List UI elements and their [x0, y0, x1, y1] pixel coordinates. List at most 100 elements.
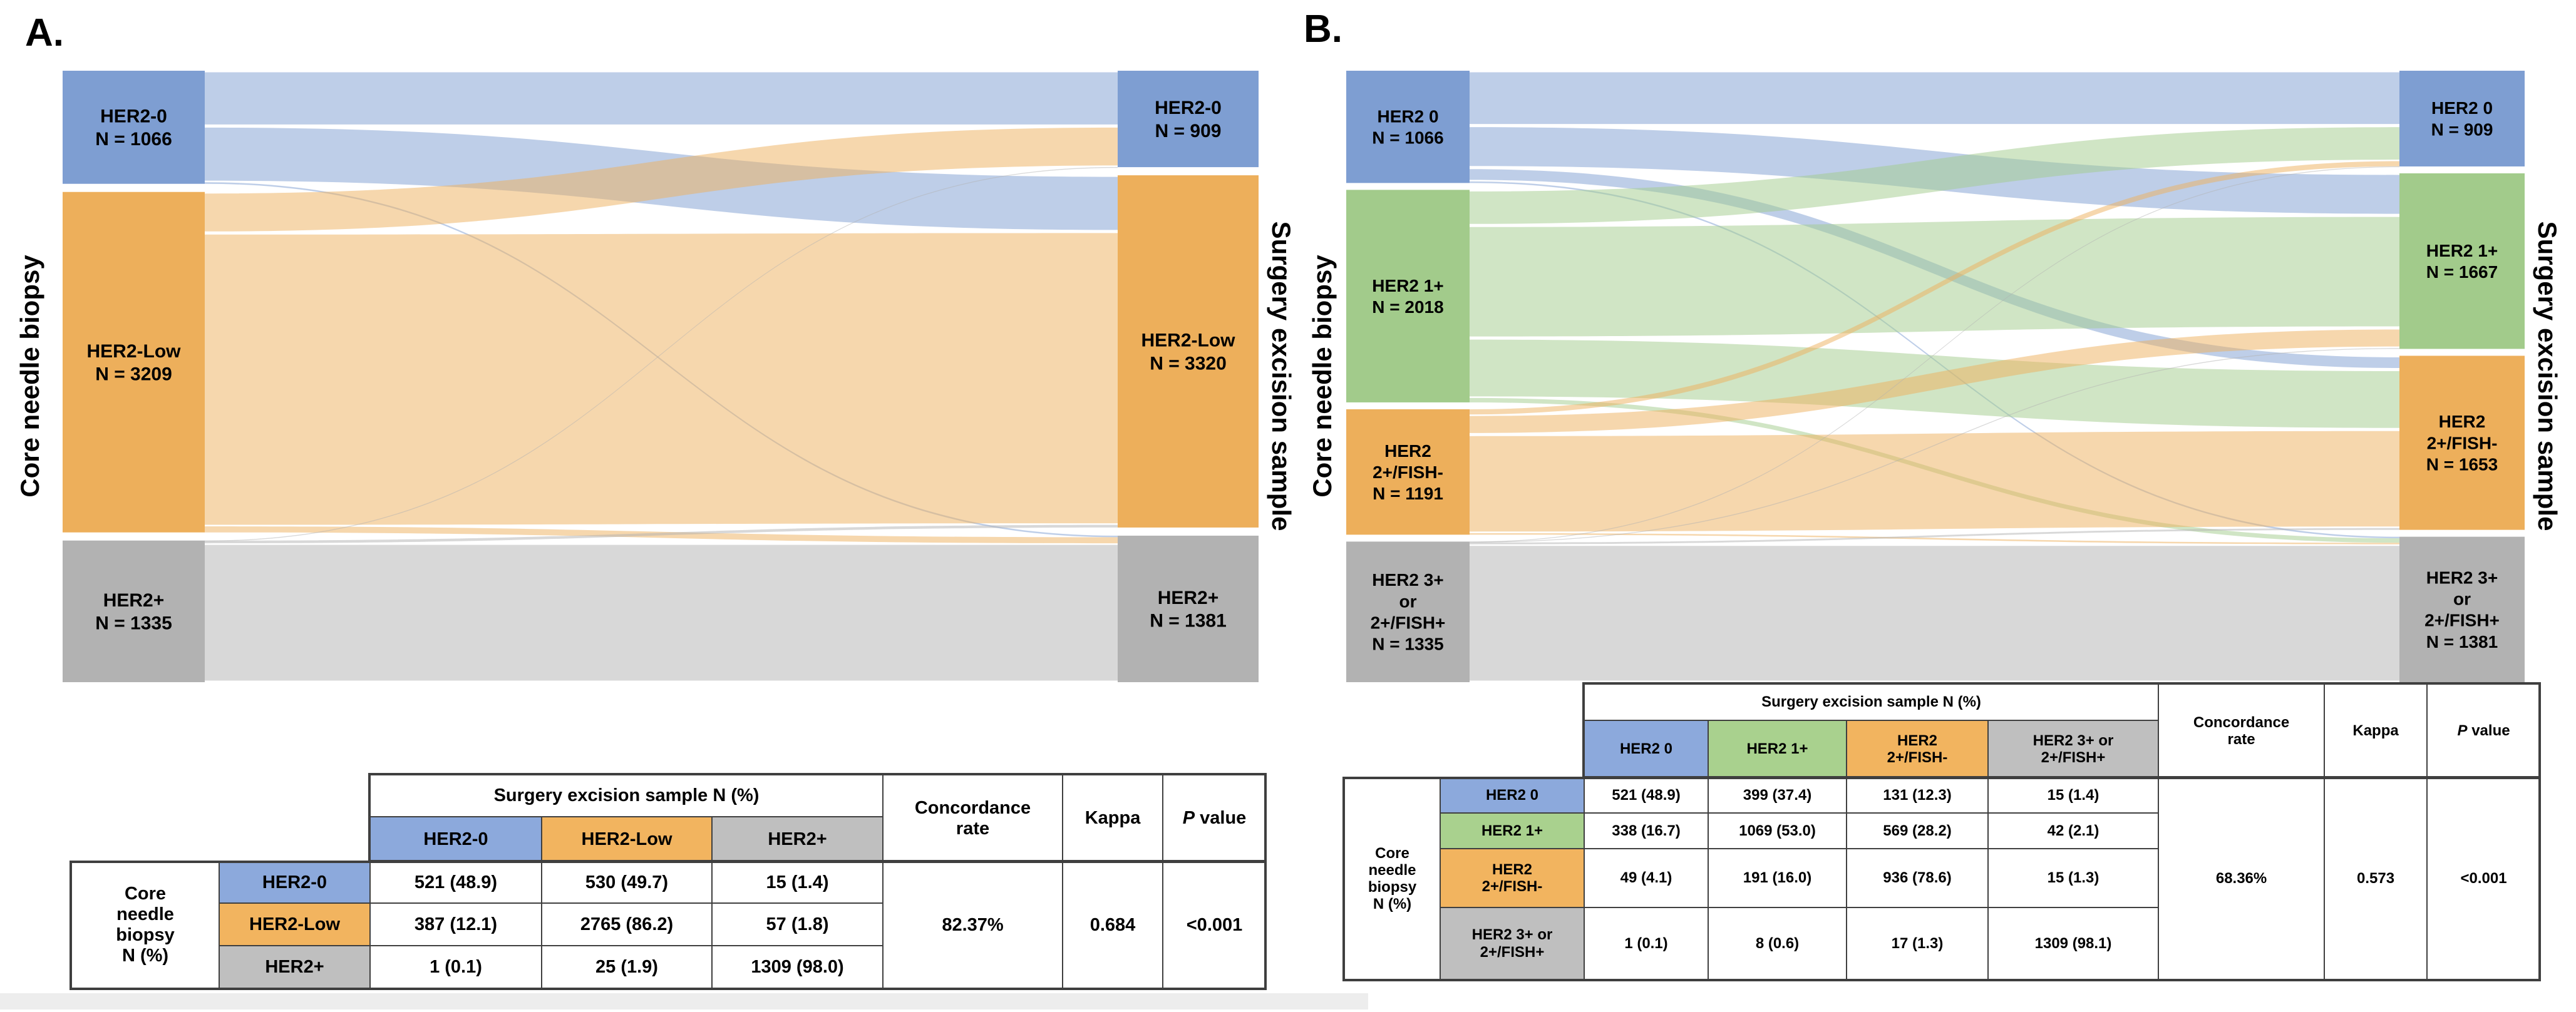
panel-a-right-axis-label: Surgery excision sample	[1267, 221, 1296, 531]
table-b-ghost	[1344, 684, 1584, 778]
table-a-row-header-0: HER2-0	[219, 861, 371, 904]
table-a-row-header-2: HER2+	[219, 945, 371, 989]
table-a-concordance-rate: 82.37%	[882, 861, 1064, 989]
table-b-row-header-1: HER2 1+	[1440, 812, 1585, 849]
table-b-cell-2-1: 191 (16.0)	[1708, 848, 1847, 908]
table-a-col-group-header: Surgery excision sample N (%)	[369, 774, 884, 817]
table-a-col-header-2: HER2+	[711, 816, 884, 862]
table-b-cell-3-1: 8 (0.6)	[1708, 907, 1847, 980]
sankey-B-node-left-0	[1346, 71, 1470, 183]
sankey-B-flow-0-0	[1470, 72, 2399, 125]
table-a-cell-0-1: 530 (49.7)	[541, 861, 713, 904]
panel-b-right-axis-label: Surgery excision sample	[2533, 221, 2562, 531]
table-b-cell-2-3: 15 (1.3)	[1987, 848, 2160, 908]
sankey-B-node-left-2	[1346, 409, 1470, 535]
sankey-B-node-right-0	[2399, 71, 2525, 166]
table-a-col-header-1: HER2-Low	[541, 816, 713, 862]
table-b-cell-0-0: 521 (48.9)	[1584, 777, 1709, 814]
sankey-A-node-left-0	[63, 71, 205, 184]
table-a-cell-1-1: 2765 (86.2)	[541, 902, 713, 946]
table-b-stat-header-2: P value	[2426, 683, 2542, 779]
table-a-cell-1-0: 387 (12.1)	[369, 902, 542, 946]
table-b-col-header-0: HER2 0	[1584, 720, 1709, 779]
sankey-A-node-label-left-2: HER2+N = 1335	[95, 590, 172, 634]
sankey-A-node-right-1	[1118, 175, 1259, 528]
table-a-col-header-0: HER2-0	[369, 816, 542, 862]
table-b-stat-header-1: Kappa	[2324, 683, 2428, 779]
sankey-B-flow-3-0	[1470, 166, 2399, 543]
table-b-cell-2-2: 936 (78.6)	[1846, 848, 1989, 908]
panel-a-left-axis-label: Core needle biopsy	[15, 255, 44, 498]
table-b-cell-0-3: 15 (1.4)	[1987, 777, 2160, 814]
sankey-B-flow-3-1	[1470, 348, 2399, 543]
concordance-table-a: Surgery excision sample N (%)Concordance…	[71, 774, 1267, 989]
table-a-cell-2-0: 1 (0.1)	[369, 945, 542, 989]
table-b-cell-0-1: 399 (37.4)	[1708, 777, 1847, 814]
table-b-cell-3-2: 17 (1.3)	[1846, 907, 1989, 980]
sankey-B-flow-2-3	[1470, 533, 2399, 544]
table-b-col-group-header: Surgery excision sample N (%)	[1583, 683, 2160, 721]
sankey-A-flow-1-0	[205, 127, 1118, 232]
table-b-cell-3-3: 1309 (98.1)	[1987, 907, 2160, 980]
sankey-A-node-right-2	[1118, 535, 1259, 682]
sankey-A-flow-1-1	[205, 233, 1118, 525]
sankey-A-flow-2-0	[205, 166, 1118, 541]
sankey-A-flow-0-0	[205, 72, 1118, 125]
sankey-B-node-left-3	[1346, 541, 1470, 682]
sankey-B-node-right-1	[2399, 173, 2525, 349]
table-a-ghost	[71, 775, 370, 862]
panel-a-letter: A.	[25, 11, 64, 54]
table-a-kappa: 0.684	[1062, 861, 1164, 989]
sankey-B-node-left-1	[1346, 190, 1470, 402]
sankey-B-flow-3-2	[1470, 528, 2399, 544]
table-a-cell-0-2: 15 (1.4)	[711, 861, 884, 904]
sankey-B-node-right-2	[2399, 355, 2525, 530]
sankey-B-node-right-3	[2399, 536, 2525, 682]
sankey-A-node-right-0	[1118, 71, 1259, 168]
sankey-B-flow-2-1	[1470, 329, 2399, 433]
sankey-B-flow-1-0	[1470, 127, 2399, 224]
table-b-cell-0-2: 131 (12.3)	[1846, 777, 1989, 814]
sankey-A-node-label-right-2: HER2+N = 1381	[1150, 588, 1227, 631]
sankey-A-node-left-2	[63, 540, 205, 682]
table-b-concordance-rate: 68.36%	[2158, 777, 2326, 980]
table-a-cell-2-1: 25 (1.9)	[541, 945, 713, 989]
table-b-cell-1-3: 42 (2.1)	[1987, 812, 2160, 849]
panel-b-letter: B.	[1304, 8, 1342, 51]
table-b-row-header-0: HER2 0	[1440, 777, 1585, 814]
table-b-cell-1-2: 569 (28.2)	[1846, 812, 1989, 849]
table-b-p-value: <0.001	[2426, 777, 2542, 980]
table-a-p-value: <0.001	[1162, 861, 1267, 989]
concordance-table-b: Surgery excision sample N (%)Concordance…	[1344, 683, 2542, 980]
sankey-A-flow-2-1	[205, 524, 1118, 544]
table-a-cell-1-2: 57 (1.8)	[711, 902, 884, 946]
table-a-stat-header-1: Kappa	[1062, 774, 1164, 862]
table-b-cell-1-1: 1069 (53.0)	[1708, 812, 1847, 849]
sankey-A-node-left-1	[63, 192, 205, 533]
table-a-cell-2-2: 1309 (98.0)	[711, 945, 884, 989]
sankey-B-node-label-right-1: HER2 1+N = 1667	[2426, 241, 2498, 282]
sankey-B-flow-2-2	[1470, 431, 2399, 532]
table-b-cell-2-0: 49 (4.1)	[1584, 848, 1709, 908]
table-b-cell-3-0: 1 (0.1)	[1584, 907, 1709, 980]
